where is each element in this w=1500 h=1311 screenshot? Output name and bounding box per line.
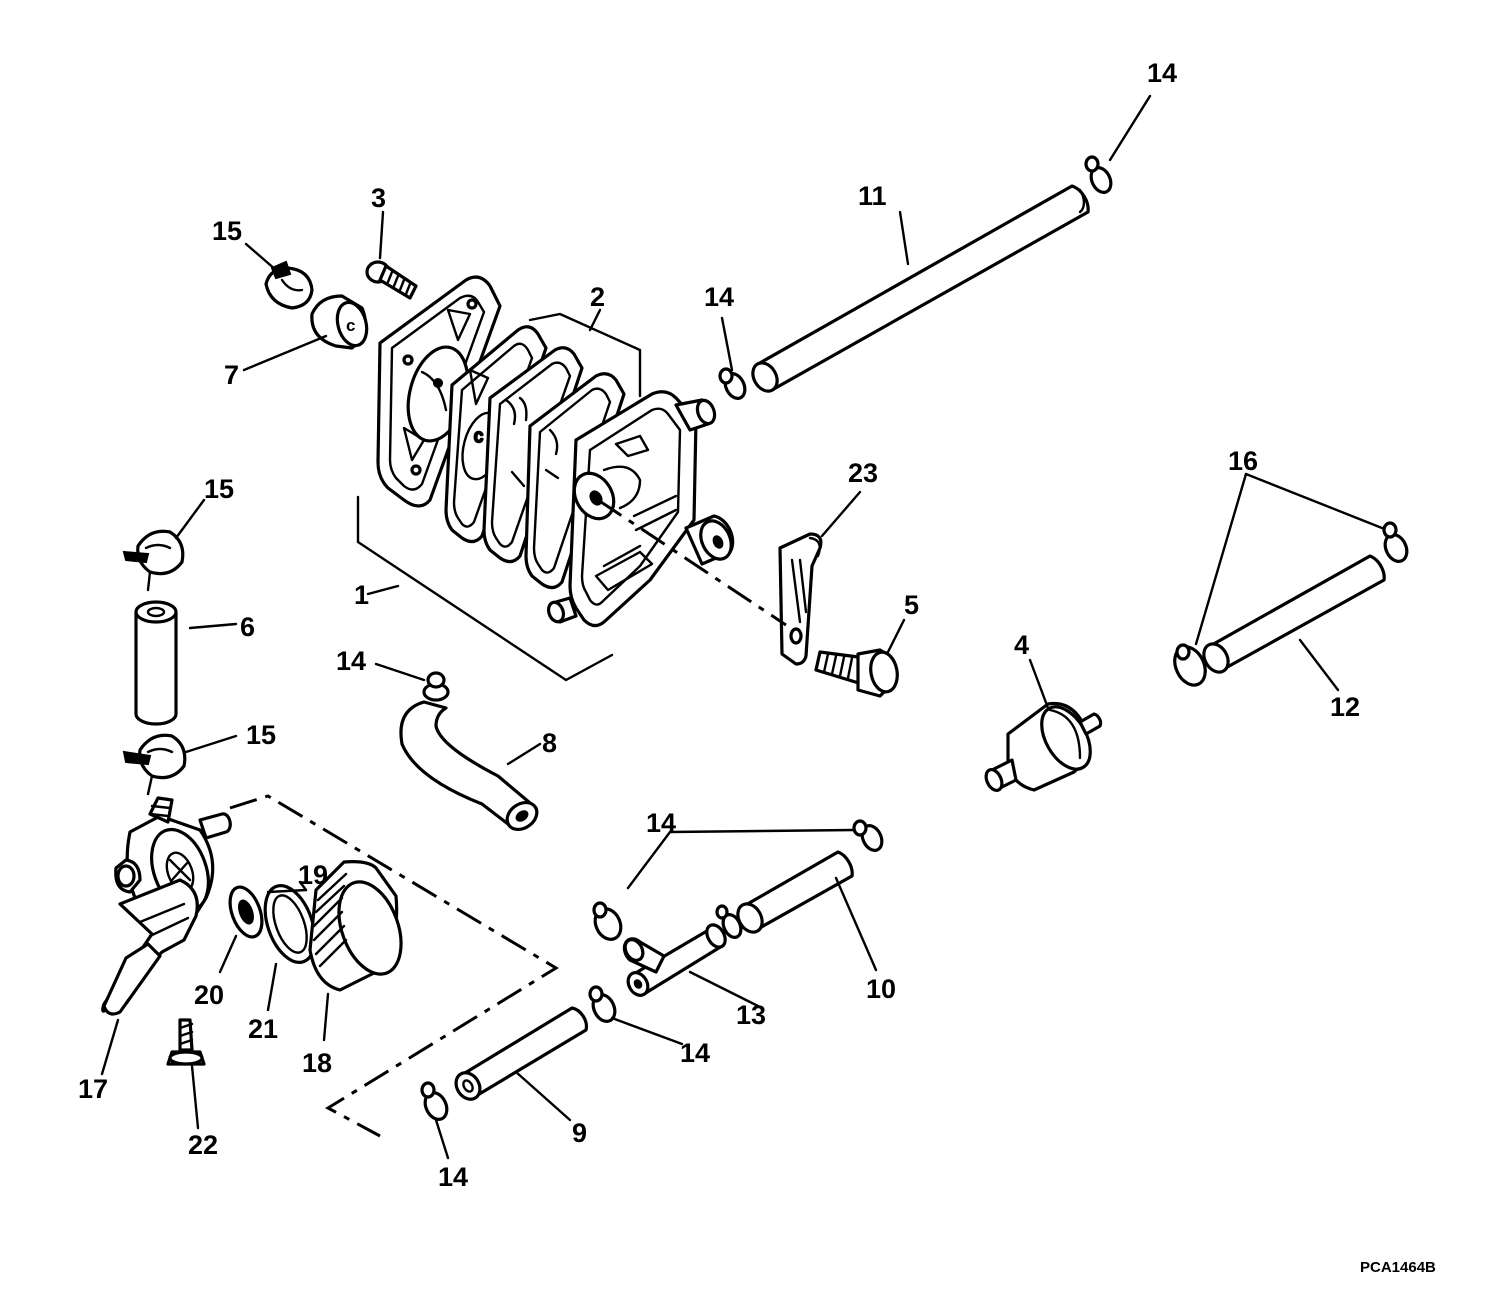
t-fitting-13 — [622, 923, 727, 997]
callout-15: 15 — [204, 474, 234, 504]
drawing-code: PCA1464B — [1360, 1259, 1436, 1276]
callout-2: 2 — [590, 282, 605, 312]
callout-11: 11 — [858, 181, 887, 211]
callout-21: 21 — [248, 1014, 278, 1044]
callout-10: 10 — [866, 974, 896, 1004]
fuel-hose-8 — [399, 700, 539, 832]
hose-clamp-15-lower — [122, 733, 187, 796]
bracket-23 — [778, 532, 823, 666]
callout-19: 19 — [298, 860, 328, 890]
hose-clamp-16-upper — [1382, 521, 1409, 563]
fuel-hose-12 — [1202, 554, 1386, 674]
o-ring-21 — [263, 884, 317, 964]
callout-16: 16 — [1228, 446, 1258, 476]
hose-clamp-14-hose-9-upper — [588, 985, 617, 1023]
callout-1: 1 — [354, 580, 369, 610]
callout-12: 12 — [1330, 692, 1360, 722]
callout-5: 5 — [904, 590, 919, 620]
fuel-pump-assembly: c — [356, 275, 735, 682]
callout-15: 15 — [212, 216, 242, 246]
filter-element-20 — [228, 885, 264, 939]
screw-3 — [365, 260, 418, 300]
callout-22: 22 — [188, 1130, 218, 1160]
callout-4: 4 — [1014, 630, 1029, 660]
callout-13: 13 — [736, 1000, 766, 1030]
fuel-hose-9 — [454, 1006, 588, 1101]
hose-clamp-14-top — [1084, 155, 1113, 194]
callout-17: 17 — [78, 1074, 108, 1104]
cap-7: c — [310, 294, 369, 350]
callout-14: 14 — [646, 808, 676, 838]
alignment-line-filter — [229, 794, 559, 1138]
hose-clamp-15-top — [264, 260, 314, 310]
callout-7: 7 — [224, 360, 239, 390]
callout-20: 20 — [194, 980, 224, 1010]
fuel-hose-10 — [736, 850, 854, 934]
hose-clamp-14-hose-10 — [852, 819, 884, 852]
callout-14: 14 — [704, 282, 734, 312]
callout-18: 18 — [302, 1048, 332, 1078]
callout-14: 14 — [336, 646, 366, 676]
leader-lines — [100, 94, 1384, 1160]
fuel-filter-4 — [984, 701, 1103, 792]
svg-text:c: c — [346, 316, 355, 335]
hose-clamp-14-hose-8 — [422, 671, 450, 702]
callout-14: 14 — [438, 1162, 468, 1192]
hose-clamp-14-hose-9-lower — [420, 1081, 449, 1121]
callout-8: 8 — [542, 728, 557, 758]
screw-22 — [166, 1018, 206, 1066]
callout-15: 15 — [246, 720, 276, 750]
hose-clamp-15-upper — [122, 529, 185, 592]
fuel-hose-6 — [134, 600, 178, 726]
bolt-5 — [814, 648, 899, 698]
callout-14: 14 — [1147, 58, 1177, 88]
filter-bowl-18 — [308, 860, 403, 992]
callout-14: 14 — [680, 1038, 710, 1068]
callout-labels: 14 11 3 15 2 14 7 16 23 15 6 1 5 4 14 12… — [78, 58, 1360, 1192]
alignment-line-pump-bracket — [597, 498, 787, 627]
callout-9: 9 — [572, 1118, 587, 1148]
callout-6: 6 — [240, 612, 255, 642]
hose-clamp-14-tee — [592, 901, 623, 941]
callout-23: 23 — [848, 458, 878, 488]
callout-3: 3 — [371, 183, 386, 213]
fuel-hose-11 — [751, 184, 1090, 393]
hose-clamp-16-lower — [1173, 643, 1207, 687]
hose-clamp-14-pump-outlet — [718, 367, 747, 400]
svg-text:c: c — [474, 426, 483, 446]
fuel-connector-17 — [101, 796, 232, 1016]
